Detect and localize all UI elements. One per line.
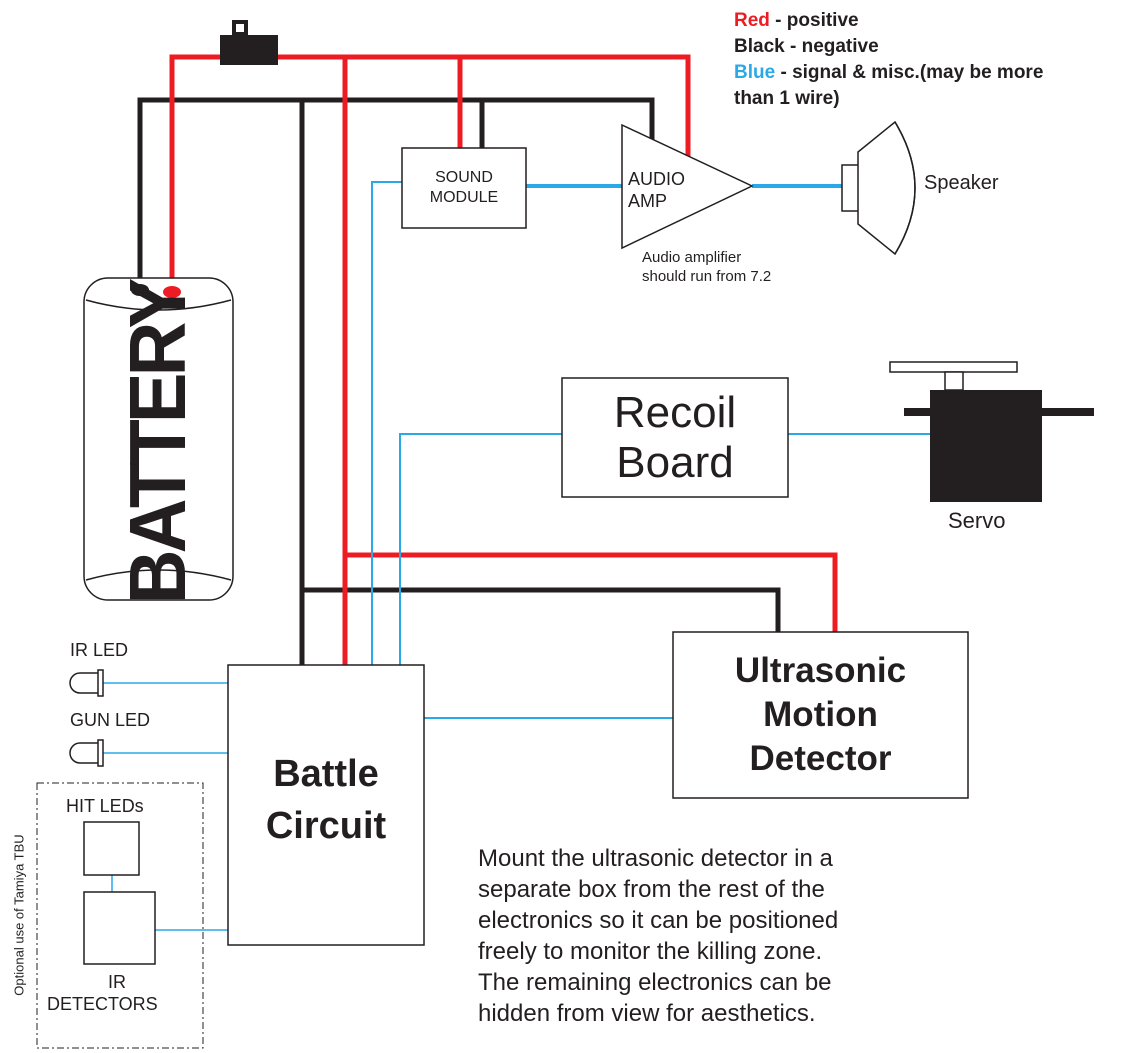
ir-detectors-box bbox=[83, 891, 156, 965]
mount-note-line: The remaining electronics can be bbox=[478, 969, 832, 996]
battery-label: BATTERY bbox=[113, 281, 203, 605]
negative-wires bbox=[137, 97, 781, 665]
speaker-label: Speaker bbox=[924, 172, 999, 194]
recoil-signal-wire bbox=[399, 433, 562, 665]
ultrasonic-label-3: Detector bbox=[749, 739, 892, 778]
audio-amp-label: AUDIO AMP bbox=[628, 168, 685, 212]
sound-module-box bbox=[401, 147, 527, 229]
sound-module-label-2: MODULE bbox=[429, 189, 499, 206]
ultrasonic-detector-box bbox=[672, 631, 969, 799]
ultrasonic-label-2: Motion bbox=[763, 695, 878, 734]
ir-detectors-label-2: DETECTORS bbox=[47, 994, 158, 1014]
sound-module-label: SOUND MODULE bbox=[402, 148, 526, 228]
mount-note-line: separate box from the rest of the bbox=[478, 876, 825, 903]
ir-led-icon bbox=[69, 669, 104, 697]
ultrasonic-ground-wire bbox=[302, 587, 781, 632]
gun-led-label: GUN LED bbox=[70, 710, 151, 730]
legend-blue-word: Blue bbox=[734, 62, 776, 83]
recoil-board-label: Recoil Board bbox=[562, 378, 788, 497]
recoil-board-box bbox=[561, 377, 789, 498]
mount-note: Mount the ultrasonic detector in a separ… bbox=[478, 843, 838, 1029]
battery-negative-wire bbox=[137, 97, 655, 285]
sound-module-signal-wire bbox=[371, 181, 402, 665]
recoil-board-label-2: Board bbox=[616, 437, 734, 487]
legend-red-desc: - positive bbox=[769, 10, 859, 31]
ir-led-label: IR LED bbox=[70, 640, 129, 660]
optional-tbu-area bbox=[36, 782, 204, 1049]
amp-note: Audio amplifier should run from 7.2 bbox=[642, 248, 771, 286]
servo-icon bbox=[889, 361, 1094, 502]
positive-wires bbox=[169, 54, 838, 665]
hit-leds-label: HIT LEDs bbox=[66, 796, 144, 816]
legend-red-word: Red bbox=[734, 10, 770, 31]
audio-amp-triangle bbox=[621, 123, 754, 250]
recoil-board-label-1: Recoil bbox=[613, 387, 737, 437]
signal-wires bbox=[102, 181, 930, 931]
servo-label: Servo bbox=[948, 508, 1006, 533]
legend-blue-desc: - signal & misc.(may be more bbox=[775, 62, 1044, 83]
battle-circuit-box bbox=[227, 664, 425, 946]
battle-circuit-label-1: Battle bbox=[273, 753, 379, 795]
legend: Red - positive Black - negative Blue - s… bbox=[734, 8, 1043, 112]
mount-note-line: Mount the ultrasonic detector in a bbox=[478, 845, 833, 872]
mount-note-line: freely to monitor the killing zone. bbox=[478, 938, 823, 965]
battery-positive-terminal bbox=[163, 286, 181, 298]
gun-led-icon bbox=[69, 739, 104, 767]
mount-note-line: hidden from view for aesthetics. bbox=[478, 1000, 816, 1027]
battery-negative-terminal bbox=[131, 284, 149, 296]
ultrasonic-power-wire bbox=[345, 552, 838, 632]
audio-amp-label-1: AUDIO bbox=[628, 169, 686, 189]
amp-note-2: should run from 7.2 bbox=[642, 268, 772, 285]
speaker-icon bbox=[841, 120, 916, 256]
ultrasonic-label-1: Ultrasonic bbox=[734, 651, 907, 690]
ultrasonic-label: Ultrasonic Motion Detector bbox=[673, 632, 968, 798]
battle-circuit-label-2: Circuit bbox=[265, 805, 387, 847]
audio-amp-label-2: AMP bbox=[628, 191, 668, 211]
legend-blue-desc2: than 1 wire) bbox=[734, 88, 840, 109]
hit-leds-box bbox=[83, 821, 140, 876]
ir-detectors-label-1: IR bbox=[108, 972, 126, 992]
battery bbox=[83, 277, 234, 601]
battle-circuit-label: Battle Circuit bbox=[228, 735, 424, 865]
mount-note-line: electronics so it can be positioned bbox=[478, 907, 839, 934]
battery-positive-wire bbox=[169, 54, 691, 290]
sound-module-label-1: SOUND bbox=[435, 169, 493, 186]
power-switch bbox=[220, 20, 278, 65]
optional-tbu-label: Optional use of Tamiya TBU bbox=[11, 834, 27, 996]
legend-black-line: Black - negative bbox=[734, 36, 879, 57]
amp-note-1: Audio amplifier bbox=[642, 249, 742, 266]
